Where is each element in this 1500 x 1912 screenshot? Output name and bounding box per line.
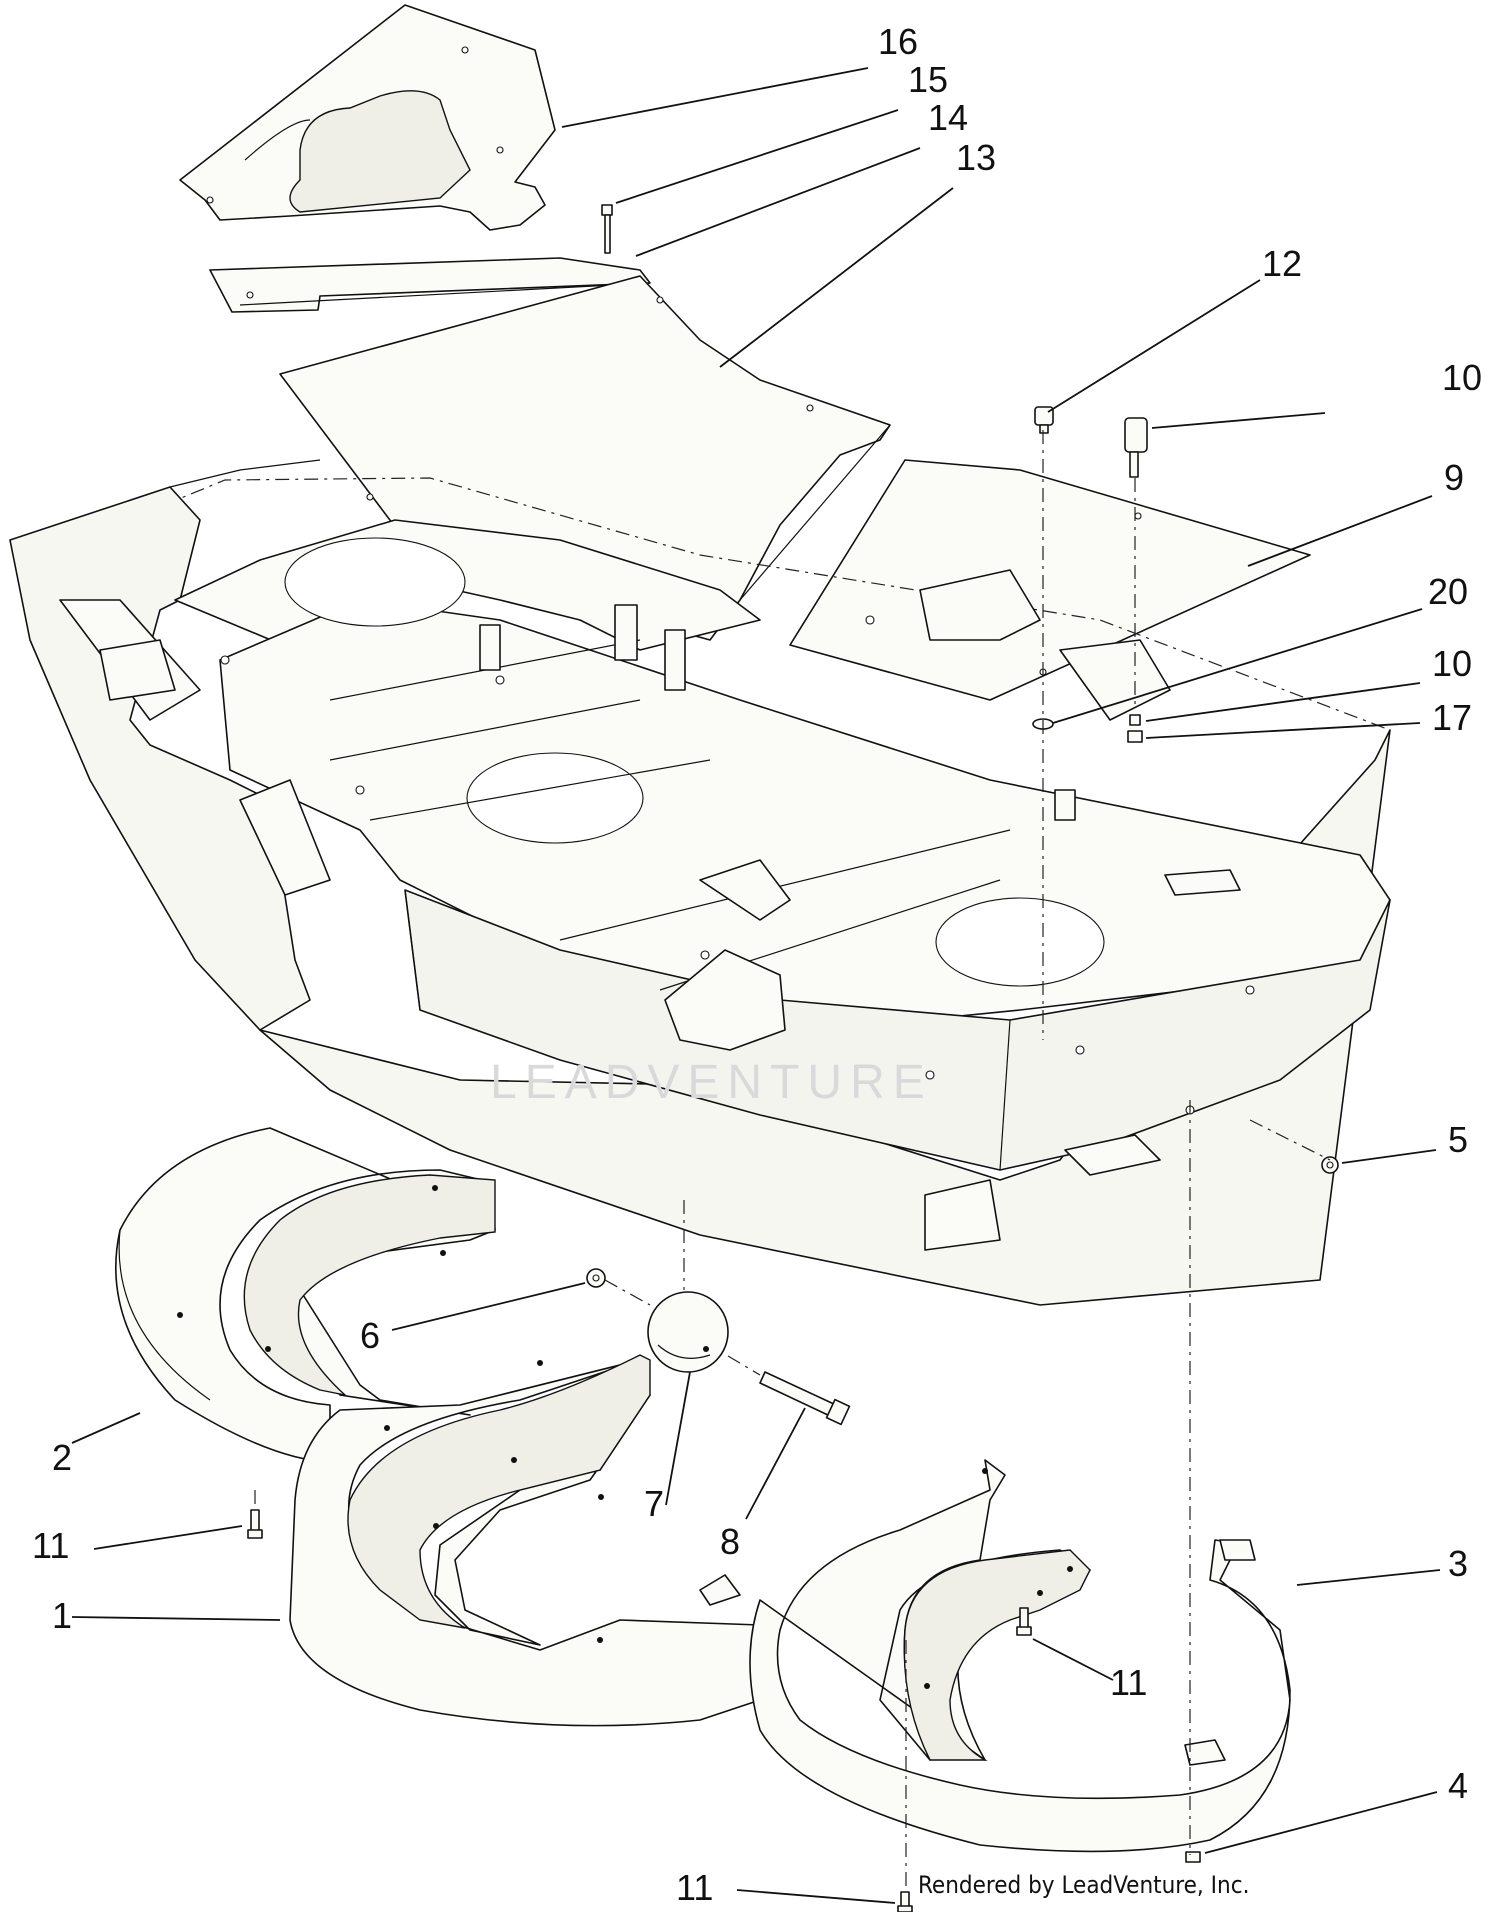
callout-2: 2 (52, 1437, 73, 1478)
callout-9: 9 (1444, 457, 1465, 498)
callout-12: 12 (1262, 243, 1303, 284)
watermark-text: LEADVENTURE (490, 1056, 933, 1109)
callout-17: 17 (1432, 697, 1473, 738)
callout-1: 1 (52, 1595, 73, 1636)
deck-housing (9, 459, 1391, 1306)
part-16-belt-cover (179, 4, 556, 231)
leader-lines (71, 67, 1441, 1904)
callout-15: 15 (908, 59, 949, 100)
callout-4: 4 (1448, 1765, 1469, 1806)
callout-6: 6 (360, 1315, 381, 1356)
callout-14: 14 (928, 97, 969, 138)
part-14-bracket (209, 257, 651, 313)
alignment-lines (254, 430, 1331, 1890)
part-1-baffle (289, 1354, 761, 1727)
callout-11-bottom: 11 (676, 1867, 714, 1908)
callout-5: 5 (1448, 1119, 1469, 1160)
part-6-nut (586, 1268, 606, 1288)
callout-3: 3 (1448, 1543, 1469, 1584)
callout-11-right: 11 (1110, 1662, 1148, 1703)
part-15-bolt (601, 204, 613, 254)
callout-13: 13 (956, 137, 997, 178)
part-11-bolts (247, 1509, 1201, 1912)
callout-16: 16 (878, 21, 919, 62)
part-10-latch-upper (1124, 417, 1148, 478)
callout-10-upper: 10 (1442, 357, 1483, 398)
part-7-ball (647, 1291, 729, 1373)
part-3-baffle (749, 1459, 1291, 1853)
part-2-baffle (114, 1127, 543, 1463)
callout-7: 7 (644, 1483, 665, 1524)
render-credit: Rendered by LeadVenture, Inc. (918, 1871, 1250, 1899)
callout-20: 20 (1428, 571, 1469, 612)
part-10-17-lower (1127, 714, 1143, 743)
part-9-side-shield (789, 459, 1311, 701)
callout-11-left: 11 (32, 1525, 70, 1566)
callout-8: 8 (720, 1521, 741, 1562)
part-5-nut (1321, 1156, 1339, 1174)
callout-10-lower: 10 (1432, 643, 1473, 684)
part-8-bolt (759, 1371, 851, 1426)
